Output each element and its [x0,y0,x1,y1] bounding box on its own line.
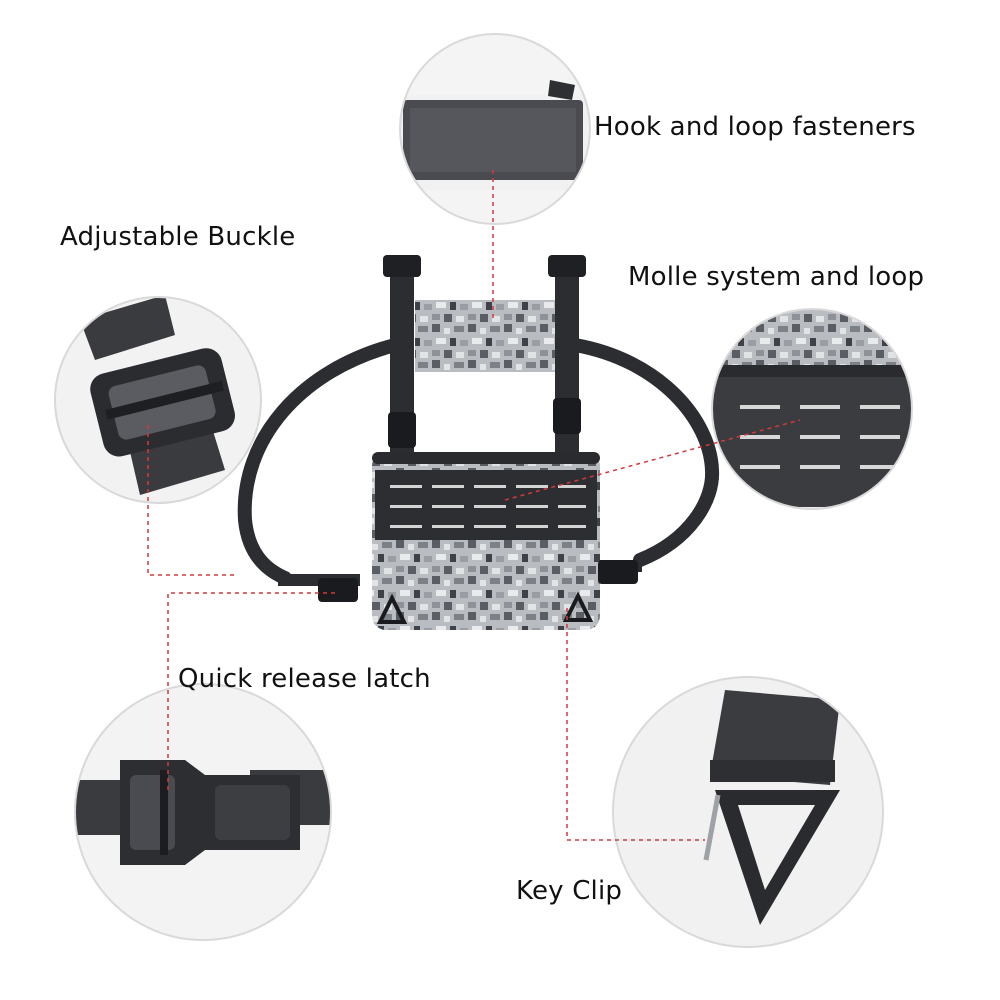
chest-rig [237,255,720,630]
label-quick-release-latch: Quick release latch [178,664,431,694]
leader-lines [147,170,801,841]
hook-loop-detail [399,33,591,225]
left-side-buckle [318,578,358,602]
quick-release-detail [74,683,332,941]
leader-molle [504,419,801,501]
label-molle-system: Molle system and loop [628,262,925,292]
back-panel [415,300,555,372]
right-harness-strap [568,338,720,567]
leader-latch [167,592,335,790]
label-hook-and-loop-fasteners: Hook and loop fasteners [594,112,916,142]
right-side-buckle [598,560,638,584]
left-harness-strap [237,338,402,585]
label-adjustable-buckle: Adjustable Buckle [60,222,296,252]
molle-detail [711,308,913,510]
leader-key-clip [566,608,705,841]
adjustable-buckle-detail [54,296,262,504]
key-clip-detail [612,676,884,948]
label-key-clip: Key Clip [516,876,623,906]
leader-buckle [147,425,235,576]
